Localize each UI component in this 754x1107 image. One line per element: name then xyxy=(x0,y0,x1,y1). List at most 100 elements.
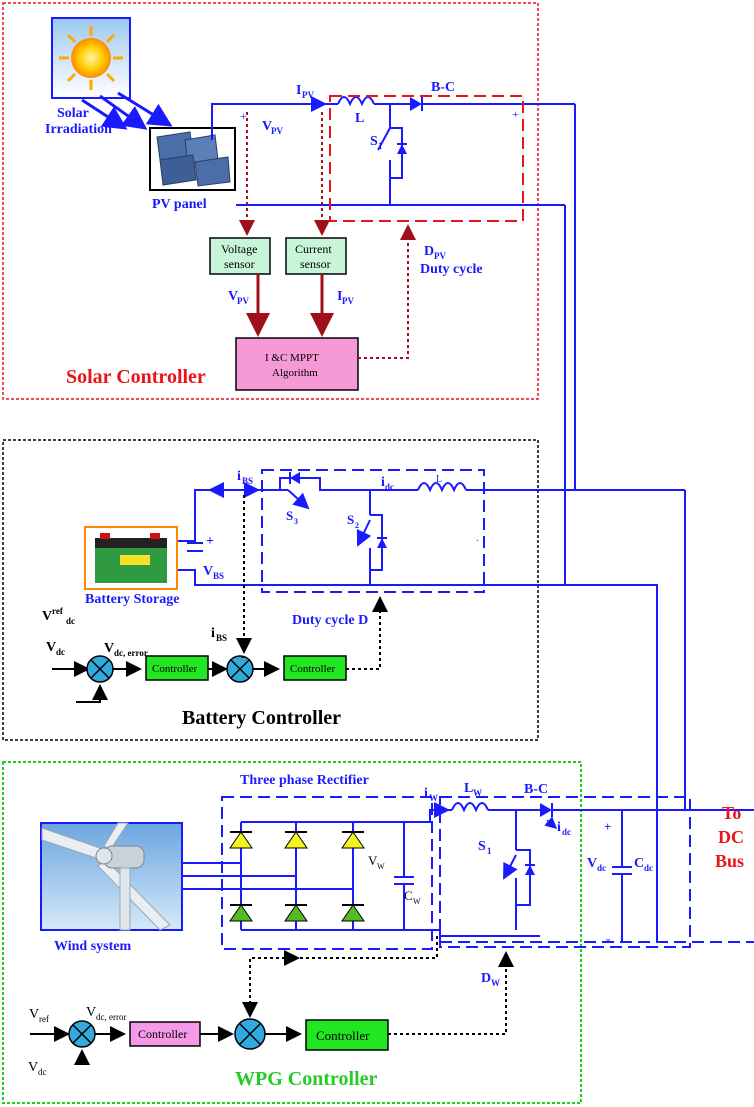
battery-storage-label: Battery Storage xyxy=(85,592,179,607)
ipv-top-label: I xyxy=(296,83,301,98)
vdc-error-wind-label: V xyxy=(86,1005,96,1020)
idc-battery-label: i xyxy=(381,475,385,490)
wind-system-label: Wind system xyxy=(54,939,131,954)
vref-dc-label: V xyxy=(42,609,52,624)
vdc-error-wind-sub: dc, error xyxy=(96,1012,126,1022)
wind-controller-2 xyxy=(305,1019,389,1051)
vdc-wind-label: V xyxy=(587,856,597,871)
rectifier-upper-diodes xyxy=(229,831,365,849)
battery-controller-1 xyxy=(145,655,209,681)
cw-label: C xyxy=(404,888,413,903)
vpv-top-sub: PV xyxy=(271,126,283,136)
s2-label: S xyxy=(347,512,354,527)
vdc-battery-sub: dc xyxy=(56,647,65,657)
vpv-top-label: V xyxy=(262,119,272,134)
iw-feedback-line xyxy=(242,936,438,1018)
rectifier-box xyxy=(221,796,433,950)
vdc-in-sub: dc xyxy=(38,1067,47,1077)
dpv-label: D xyxy=(424,244,434,259)
idc-battery-sub: dc xyxy=(385,482,394,492)
bc-plus: + xyxy=(512,107,519,121)
voltage-sensor-l2: sensor xyxy=(224,257,255,271)
lw-sub: W xyxy=(473,788,482,798)
ibs-feedback-label: i xyxy=(211,626,215,641)
boost-converter-box-wind xyxy=(439,796,691,948)
rectifier-title: Three phase Rectifier xyxy=(240,773,369,788)
pv-minus: - xyxy=(237,197,241,211)
dpv-sub: PV xyxy=(434,251,446,261)
pv-panel-label: PV panel xyxy=(152,197,207,212)
dc-bus-line1: To xyxy=(722,803,741,823)
sun-icon xyxy=(51,17,131,99)
bus-negative-lower xyxy=(565,584,658,863)
ibs-sub: BS xyxy=(242,476,253,486)
solar-irradiation-line2: Irradiation xyxy=(45,122,112,137)
wind-turbine-icon xyxy=(40,822,183,931)
vref-dc-sub: dc xyxy=(66,616,75,626)
current-sensor-l1: Current xyxy=(295,242,332,256)
wpg-controller-title: WPG Controller xyxy=(235,1068,378,1090)
ipv-sub: PV xyxy=(342,296,354,306)
idc-wind-sub: dc xyxy=(562,827,571,837)
battery-section-border xyxy=(2,439,539,741)
vdc-battery-label: V xyxy=(46,640,56,655)
voltage-sensor xyxy=(209,237,271,275)
turbine-to-rectifier-wires xyxy=(182,862,353,890)
vpv-label: V xyxy=(228,289,238,304)
cdc-minus: - xyxy=(606,931,610,946)
dw-sub: W xyxy=(491,978,500,988)
idc-wind-label: i xyxy=(557,820,561,835)
cw-sub: W xyxy=(413,897,421,906)
battery-controller-2 xyxy=(283,655,347,681)
current-sensor xyxy=(285,237,347,275)
battery-negative-wire xyxy=(178,569,565,586)
battery-positive-wire xyxy=(178,489,262,542)
iw-sub: W xyxy=(429,793,438,803)
vdc-error-battery-label: V xyxy=(104,641,114,656)
ibs-label: i xyxy=(237,469,241,484)
ibs-feedback-sub: BS xyxy=(216,633,227,643)
vbs-sub: BS xyxy=(213,571,224,581)
wind-controller-1-label: Controller xyxy=(138,1027,187,1041)
dpv-signal-line xyxy=(358,224,416,359)
vw-label: V xyxy=(368,853,378,868)
cdc-label: C xyxy=(634,856,644,871)
vbs-plus: + xyxy=(206,534,214,549)
voltage-sensor-l1: Voltage xyxy=(221,242,257,256)
vref-wind-sub: ref xyxy=(39,1014,49,1024)
bidirectional-converter-box xyxy=(261,469,485,593)
rectifier-lower-diodes xyxy=(229,904,365,922)
pv-panel-icon xyxy=(149,127,236,191)
battery-controller-title: Battery Controller xyxy=(182,707,341,729)
summer2-minus: - xyxy=(241,652,244,663)
inductor-l-label: L xyxy=(355,111,364,126)
dc-bus-line2: DC xyxy=(718,827,744,847)
pv-positive-wire xyxy=(211,103,338,140)
s3-sub: 3 xyxy=(294,517,298,526)
battery-controller-2-label: Controller xyxy=(290,663,336,675)
mppt-l2: Algorithm xyxy=(272,367,318,379)
wind-controller-2-label: Controller xyxy=(316,1028,370,1043)
dw-label: D xyxy=(481,971,491,986)
ipv-top-sub: PV xyxy=(302,90,314,100)
pv-plus: + xyxy=(240,109,247,123)
vdc-in-label: V xyxy=(28,1060,38,1075)
mppt-l1: I &C MPPT xyxy=(265,352,319,364)
ipv-label: I xyxy=(337,289,342,304)
inductor-l-battery xyxy=(417,482,467,493)
vdc-error-battery-sub: dc, error xyxy=(114,648,148,658)
cdc-plus: + xyxy=(604,819,611,834)
cdc-sub: dc xyxy=(644,863,653,873)
s1-solar-sub: 1 xyxy=(378,141,383,151)
boost-converter-box-solar xyxy=(329,95,524,222)
summing-junction-battery-2 xyxy=(226,655,254,683)
diode-bc-solar xyxy=(410,97,422,111)
wind-section-border xyxy=(2,761,582,1104)
solar-section-border xyxy=(2,2,539,400)
vw-sub: W xyxy=(377,862,385,871)
irradiation-arrows xyxy=(81,91,173,130)
lw-label: L xyxy=(464,781,473,796)
duty-cycle-label: Duty cycle xyxy=(420,262,483,277)
battery-icon xyxy=(84,526,178,590)
